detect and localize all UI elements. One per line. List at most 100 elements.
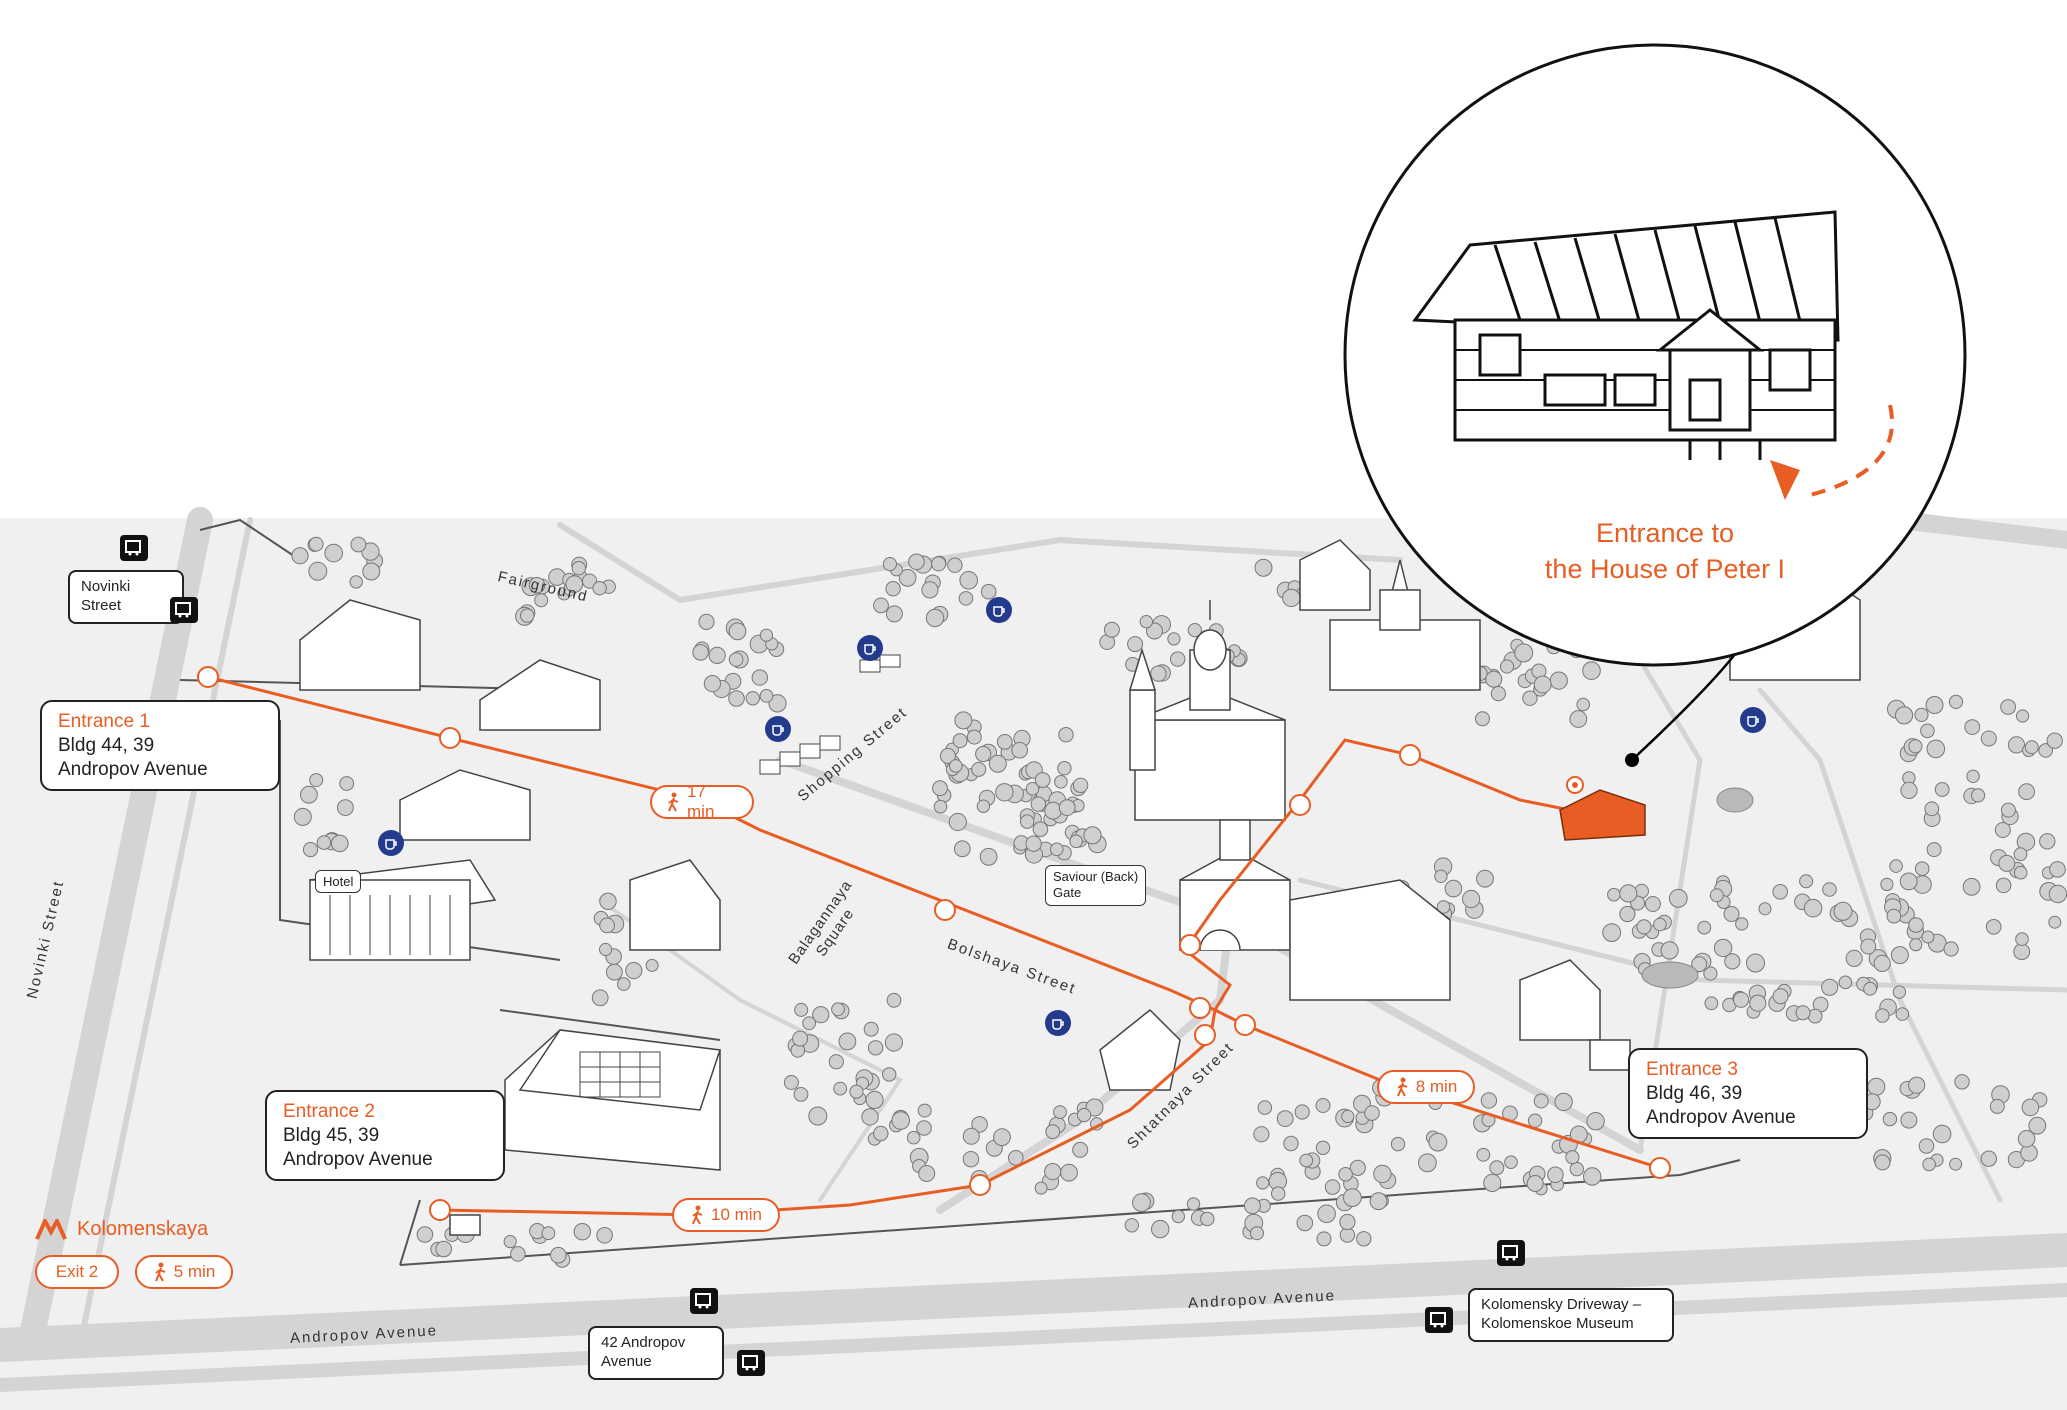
tree: [939, 747, 956, 764]
tree: [1860, 938, 1877, 955]
entrance-3-street: Andropov Avenue: [1646, 1106, 1796, 1128]
tree: [1428, 1132, 1448, 1152]
tree: [1011, 741, 1029, 759]
cafe-icon[interactable]: [378, 830, 404, 856]
tree: [831, 1002, 845, 1017]
walker-icon: [692, 1205, 703, 1225]
tree: [884, 1033, 904, 1052]
bus-stop-andropov-42[interactable]: 42 Andropov Avenue: [588, 1326, 724, 1380]
bus-stop-novinki[interactable]: Novinki Street: [68, 570, 184, 624]
entrance-3-callout[interactable]: Entrance 3 Bldg 46, 39 Andropov Avenue: [1628, 1048, 1868, 1140]
cafe-icon[interactable]: [1045, 1010, 1071, 1036]
tree: [1186, 1197, 1201, 1211]
tree: [571, 561, 586, 576]
tree: [1151, 1219, 1170, 1239]
bus-stop-kolomensky-driveway[interactable]: Kolomensky Driveway – Kolomenskoe Museum: [1468, 1288, 1674, 1342]
tree: [812, 1006, 830, 1024]
tree: [745, 691, 760, 706]
tree: [300, 785, 318, 804]
tree: [606, 963, 623, 981]
tree: [1549, 671, 1568, 690]
cafe-icon[interactable]: [857, 635, 883, 661]
tree: [1966, 769, 1980, 783]
tree: [1317, 1204, 1336, 1224]
tree: [1668, 888, 1688, 908]
tree: [435, 1240, 453, 1258]
tree: [1490, 686, 1507, 702]
tree: [891, 1111, 911, 1130]
tree: [1943, 941, 1959, 957]
tree: [2016, 709, 2030, 723]
tree: [873, 1125, 889, 1142]
tree: [1874, 1154, 1891, 1171]
tree: [1895, 1007, 1910, 1021]
tree: [692, 644, 709, 661]
cafe-icon[interactable]: [986, 597, 1012, 623]
inset-title-line-1: Entrance to: [1595, 518, 1735, 548]
tree: [1019, 814, 1035, 829]
tree: [1909, 938, 1923, 952]
tree: [1083, 826, 1102, 845]
tree: [925, 608, 945, 628]
buildings: [299, 539, 1861, 1236]
tree: [1863, 981, 1877, 996]
entrance-1-callout[interactable]: Entrance 1 Bldg 44, 39 Andropov Avenue: [40, 700, 280, 792]
tree: [849, 1084, 864, 1099]
bus-stop-name: 42 Andropov: [601, 1334, 686, 1351]
tree: [980, 583, 997, 600]
tree: [309, 773, 324, 788]
tree: [1244, 1197, 1261, 1215]
tree: [1044, 801, 1062, 820]
tree: [1644, 896, 1661, 912]
tree: [1058, 727, 1074, 743]
tree: [1889, 859, 1903, 873]
tree: [1908, 917, 1924, 933]
tree: [865, 1090, 884, 1110]
tree: [728, 690, 745, 707]
tree: [1444, 879, 1463, 898]
cafe-icon[interactable]: [765, 716, 791, 742]
cafe-icon[interactable]: [1740, 707, 1766, 733]
tree: [1980, 730, 1997, 747]
tree: [1060, 1163, 1078, 1182]
tree: [1462, 889, 1481, 909]
tree: [308, 561, 328, 581]
tree: [1922, 1157, 1936, 1172]
entrance-2-callout[interactable]: Entrance 2 Bldg 45, 39 Andropov Avenue: [265, 1090, 505, 1182]
bus-stop-name: Street: [81, 596, 122, 614]
tree: [1803, 898, 1823, 918]
tree: [2013, 943, 2031, 961]
tree: [2038, 743, 2053, 758]
tree: [2013, 847, 2028, 862]
tree: [1527, 1113, 1543, 1128]
tree: [1713, 938, 1733, 958]
tree: [1845, 949, 1863, 968]
route-arrow-icon: [1179, 934, 1201, 956]
route-arrow-icon: [1289, 794, 1311, 816]
inset-title: Entrance to the House of Peter I: [1470, 515, 1860, 588]
tree: [592, 581, 607, 596]
tree: [1256, 1176, 1270, 1190]
tree: [885, 605, 903, 623]
tree: [599, 917, 615, 934]
entrance-2-address: Bldg 45, 39: [283, 1124, 380, 1146]
tree: [1704, 996, 1719, 1011]
metro-station[interactable]: Kolomenskaya: [35, 1218, 208, 1241]
tree: [596, 1227, 613, 1244]
tree: [1900, 781, 1918, 800]
tree: [917, 1103, 932, 1118]
tree: [1008, 1150, 1024, 1166]
tree: [1476, 869, 1494, 888]
house-of-peter-marker: [1559, 619, 1757, 841]
tree: [308, 536, 324, 552]
tree: [573, 1223, 591, 1241]
tree: [1485, 670, 1503, 688]
tree: [1533, 1093, 1549, 1109]
tree: [1373, 1164, 1392, 1184]
tree: [625, 962, 643, 980]
tree: [645, 958, 659, 972]
tree: [1050, 842, 1064, 857]
tree: [362, 562, 381, 581]
tree: [793, 1087, 809, 1102]
